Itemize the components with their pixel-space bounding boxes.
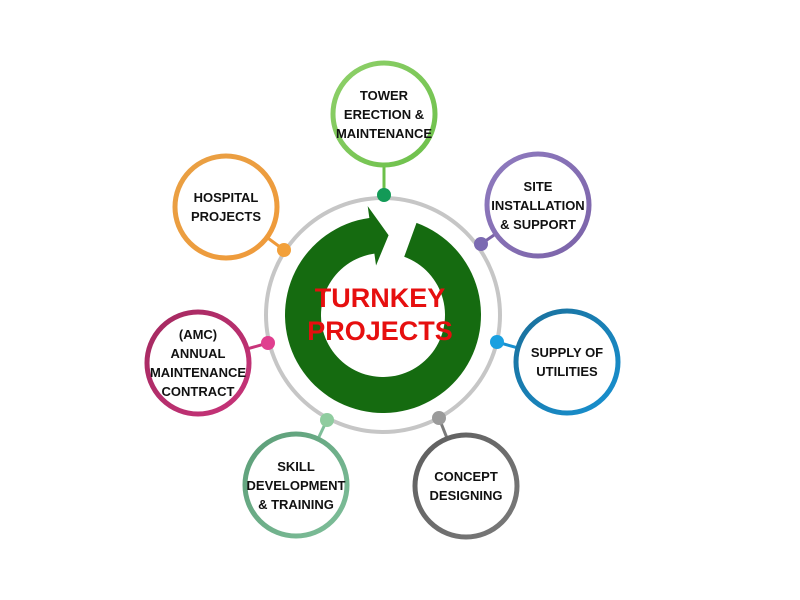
ring-dot-concept xyxy=(432,411,446,425)
center-title-line-2: PROJECTS xyxy=(307,316,453,346)
center-title: TURNKEY PROJECTS xyxy=(300,282,460,348)
node-label-site: SITE INSTALLATION & SUPPORT xyxy=(482,157,594,253)
node-label-line: INSTALLATION xyxy=(491,197,585,213)
node-label-line: HOSPITAL xyxy=(193,190,259,205)
node-label-line: DEVELOPMENT xyxy=(246,477,346,493)
cycle-arrow xyxy=(284,206,481,413)
ring-dot-tower xyxy=(377,188,391,202)
node-label-line: ERECTION & xyxy=(343,106,425,122)
node-circle-skill xyxy=(242,431,350,539)
node-label-line: & SUPPORT xyxy=(500,216,576,232)
node-label-line: TOWER xyxy=(359,87,409,103)
connectors xyxy=(246,165,519,440)
node-label-line: SUPPLY OF xyxy=(530,345,604,360)
node-label-line: DESIGNING xyxy=(429,488,503,503)
node-label-line: ANNUAL xyxy=(170,346,226,361)
node-label-line: CONCEPT xyxy=(434,469,498,484)
node-label-hospital: HOSPITAL PROJECTS xyxy=(170,159,282,255)
ring-dot-hospital xyxy=(277,243,291,257)
node-label-line: & TRAINING xyxy=(258,496,334,512)
node-label-line: SKILL xyxy=(277,458,315,474)
node-label-line: UTILITIES xyxy=(536,364,598,379)
node-label-line: MAINTENANCE xyxy=(335,125,433,141)
node-circle-site xyxy=(484,151,592,259)
node-label-concept: CONCEPT DESIGNING xyxy=(410,438,522,534)
node-circle-concept xyxy=(412,432,520,540)
node-label-line: PROJECTS xyxy=(190,209,262,224)
node-label-line: CONTRACT xyxy=(161,384,235,399)
node-label-tower: TOWER ERECTION & MAINTENANCE xyxy=(328,66,440,162)
center-title-line-1: TURNKEY xyxy=(314,283,446,313)
node-circle-tower xyxy=(330,60,438,168)
node-label-supply: SUPPLY OF UTILITIES xyxy=(511,314,623,410)
ring-dot-skill xyxy=(320,413,334,427)
node-label-line: (AMC) xyxy=(178,327,218,342)
ring-dot-supply xyxy=(490,335,504,349)
node-label-amc: (AMC) ANNUAL MAINTENANCE CONTRACT xyxy=(142,315,254,411)
ring-dot-site xyxy=(474,237,488,251)
node-label-skill: SKILL DEVELOPMENT & TRAINING xyxy=(240,437,352,533)
node-label-line: SITE xyxy=(523,178,553,194)
node-circle-hospital xyxy=(172,153,280,261)
node-circle-supply xyxy=(513,308,621,416)
node-circles xyxy=(144,60,621,540)
node-circle-amc xyxy=(144,309,252,417)
ring-dot-amc xyxy=(261,336,275,350)
node-label-line: MAINTENANCE xyxy=(149,365,247,380)
